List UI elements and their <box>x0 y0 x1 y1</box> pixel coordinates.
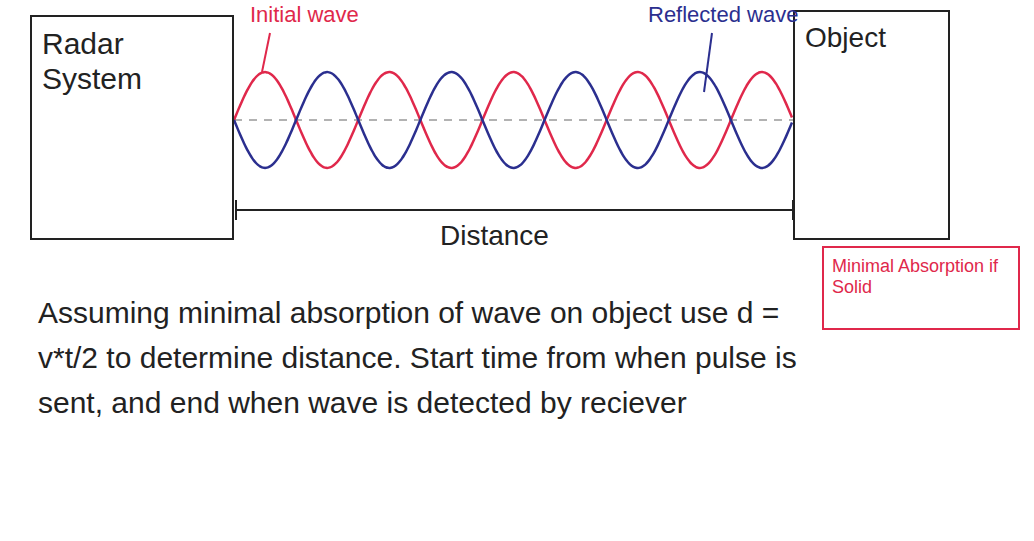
distance-tick <box>235 200 237 220</box>
object-box: Object <box>793 10 950 240</box>
wave-label: Reflected wave <box>648 2 798 27</box>
note-box: Minimal Absorption if Solid <box>822 246 1020 330</box>
radar-box: Radar System <box>30 15 234 240</box>
wave-label: Initial wave <box>250 2 359 27</box>
node-label: Radar System <box>42 27 182 96</box>
distance-line <box>236 209 793 211</box>
reflected-wave <box>234 72 792 168</box>
leader-line <box>262 33 270 72</box>
node-label: Object <box>805 22 886 54</box>
dimension-label: Distance <box>440 220 549 252</box>
note-text: Assuming minimal absorption of wave on o… <box>38 290 808 425</box>
initial-wave <box>234 72 792 168</box>
center-line <box>234 119 793 121</box>
leader-line <box>704 33 712 92</box>
node-label: Minimal Absorption if Solid <box>832 256 1007 297</box>
